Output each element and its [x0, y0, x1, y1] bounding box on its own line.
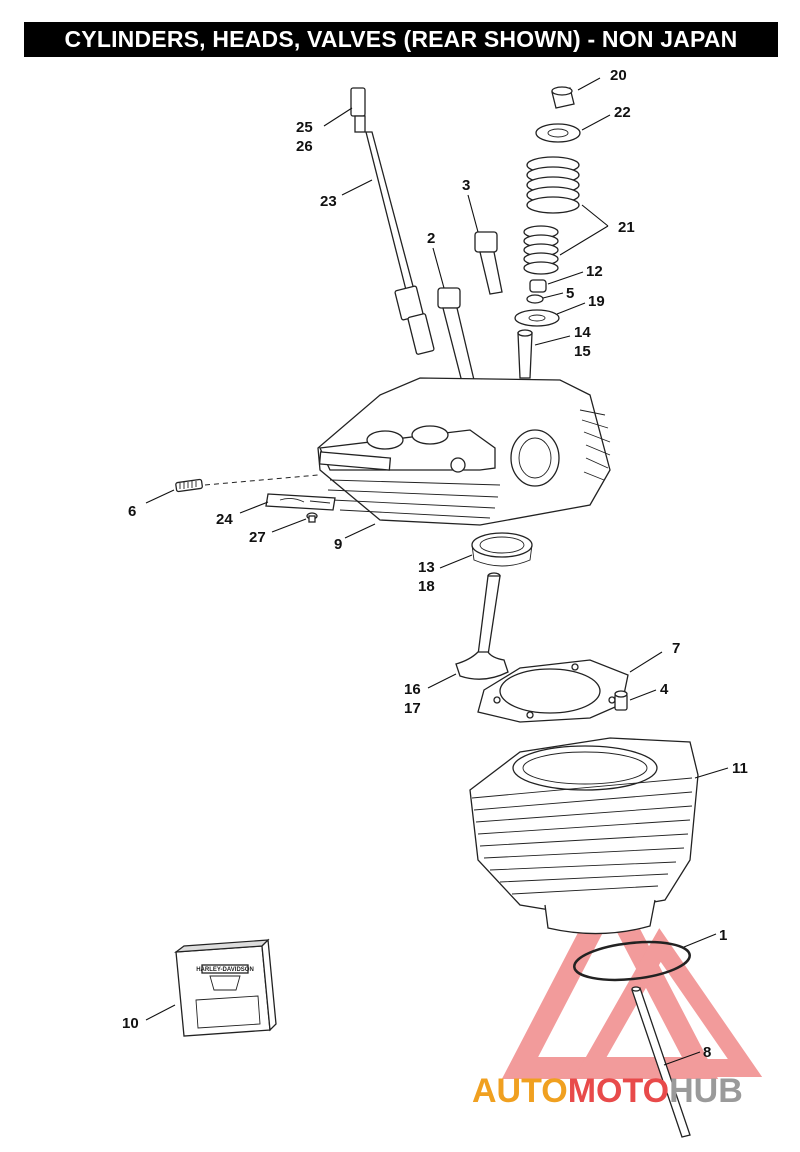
- callout-2: 2: [427, 230, 435, 247]
- kit-box-label: HARLEY-DAVIDSON: [196, 967, 254, 973]
- leader-lines: [145, 77, 729, 1066]
- callout-24: 24: [216, 511, 233, 528]
- callout-3: 3: [462, 177, 470, 194]
- callout-7: 7: [672, 640, 680, 657]
- pushrod-lower: [407, 313, 435, 355]
- callout-27: 27: [249, 529, 266, 546]
- watermark-moto: MOTO: [568, 1072, 669, 1110]
- head-fins-right: [579, 409, 611, 481]
- cylinder-fins: [471, 777, 693, 895]
- gasket-bore: [499, 668, 601, 714]
- pushrod-adjuster-nut: [354, 115, 366, 133]
- page-title: CYLINDERS, HEADS, VALVES (REAR SHOWN) - …: [64, 26, 738, 52]
- valve-head: [455, 651, 509, 680]
- title-bar: CYLINDERS, HEADS, VALVES (REAR SHOWN) - …: [24, 22, 778, 57]
- callout-22: 22: [614, 104, 631, 121]
- callout-5: 5: [566, 285, 574, 302]
- watermark-hub: HUB: [669, 1072, 743, 1110]
- cylinder-11: [469, 737, 699, 935]
- head-gasket-7: [477, 659, 629, 723]
- kit-box-front: [175, 945, 271, 1037]
- emblem-script: [279, 497, 331, 504]
- valve-guide-3-shaft: [479, 251, 503, 295]
- cylinder-skirt: [544, 899, 656, 935]
- retainer-outer: [535, 123, 581, 143]
- valve-seat-13: [471, 532, 533, 567]
- kit-box-shield-icon: [209, 975, 241, 991]
- callout-12: 12: [586, 263, 603, 280]
- cylinder-stud-8: [631, 986, 691, 1138]
- head-exhaust-port: [510, 429, 560, 487]
- name-emblem-24: [265, 493, 336, 511]
- watermark-text: AUTOMOTOHUB: [472, 1072, 743, 1110]
- callout-15: 15: [574, 343, 591, 360]
- callout-13: 13: [418, 559, 435, 576]
- cylinder-head-9: [317, 377, 611, 526]
- o-ring-1: [573, 940, 691, 982]
- callout-11: 11: [732, 760, 748, 777]
- keeper-top: [551, 86, 573, 96]
- valve-guide-3-head: [474, 231, 498, 253]
- callout-numbers: 20 22 25 26 23 3 21 2 12 5 19 14 15 6 24…: [122, 67, 748, 1061]
- head-rocker-rail: [318, 451, 392, 471]
- callout-17: 17: [404, 700, 421, 717]
- valve-keeper-20: [551, 86, 575, 109]
- head-fins-left: [327, 479, 501, 519]
- watermark-auto: AUTO: [472, 1072, 568, 1110]
- callout-8: 8: [703, 1044, 711, 1061]
- callout-16: 16: [404, 681, 421, 698]
- kit-box-side: [261, 938, 277, 1032]
- gasket-kit-box-10: HARLEY-DAVIDSON: [174, 938, 277, 1037]
- callout-20: 20: [610, 67, 627, 84]
- valve-seal-12: [529, 279, 547, 293]
- callout-9: 9: [334, 536, 342, 553]
- spring-retainer-22: [535, 123, 581, 143]
- valve-16: [455, 572, 509, 680]
- callout-26: 26: [296, 138, 313, 155]
- emblem-plate: [265, 493, 336, 511]
- pushrod-part: [350, 87, 435, 355]
- seat-inner: [479, 536, 525, 554]
- callout-25: 25: [296, 119, 313, 136]
- kit-box-banner: [201, 964, 249, 974]
- callout-18: 18: [418, 578, 435, 595]
- callout-1: 1: [719, 927, 727, 944]
- valve-stem: [477, 575, 501, 656]
- callout-4: 4: [660, 681, 669, 698]
- o-ring-5: [526, 294, 544, 304]
- insert-dashed-path: [204, 474, 319, 486]
- callout-21: 21: [618, 219, 635, 236]
- head-port-2: [411, 425, 449, 445]
- valve-springs-21: [523, 156, 580, 275]
- valve-guide-3: [474, 231, 503, 295]
- retainer-inner: [547, 128, 569, 138]
- pushrod-shaft: [365, 131, 415, 291]
- callout-6: 6: [128, 503, 136, 520]
- cylinder-bore: [512, 745, 658, 791]
- inner-spring: [523, 225, 559, 275]
- dowel-pin-4: [614, 690, 628, 711]
- callout-14: 14: [574, 324, 591, 341]
- emblem-screw-27: [306, 512, 318, 523]
- valve-guide-2-shaft: [442, 307, 475, 383]
- valve-guide-2-head: [437, 287, 461, 309]
- pushrod-adjuster-top: [350, 87, 366, 117]
- outer-spring: [526, 156, 580, 214]
- callout-10: 10: [122, 1015, 139, 1032]
- valve-guide-2: [437, 287, 475, 383]
- head-bolt-boss: [450, 457, 466, 473]
- spring-washer-19: [514, 309, 560, 327]
- kit-box-panel: [195, 995, 261, 1029]
- valve-guide-14: [517, 329, 533, 379]
- spark-plug-insert-6: [175, 474, 319, 493]
- callout-19: 19: [588, 293, 605, 310]
- watermark-logo-text: AUTOMOTOHUB: [472, 1072, 743, 1110]
- head-port-1: [366, 430, 404, 450]
- seat-body: [471, 544, 533, 567]
- callout-23: 23: [320, 193, 337, 210]
